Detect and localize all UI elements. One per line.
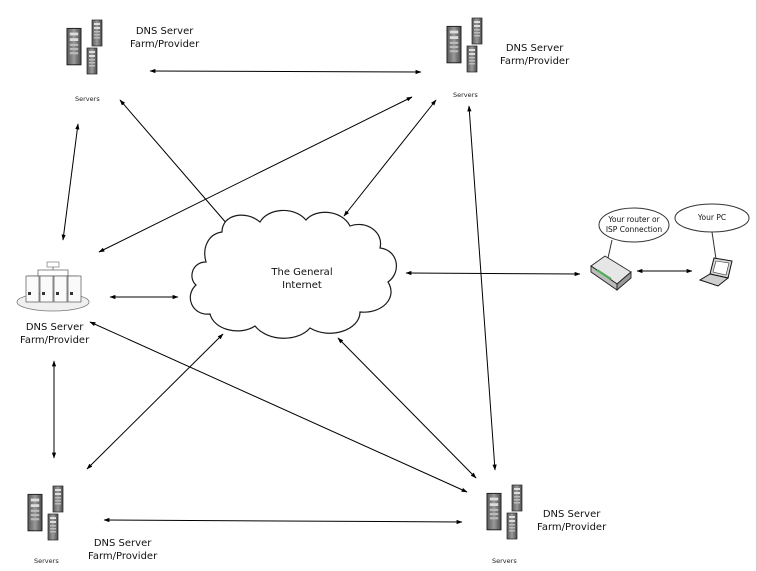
arrow-internet-router xyxy=(405,270,581,277)
pc-label: Your PC xyxy=(697,213,727,222)
arrow-tr-br xyxy=(467,105,497,471)
server-rack-icon xyxy=(447,18,482,72)
bottom-left-title-line2: Farm/Provider xyxy=(88,551,158,562)
pc-callout-pointer xyxy=(711,231,717,260)
connection-arrows xyxy=(51,68,693,525)
arrow-tl-left xyxy=(61,123,80,241)
arrow-internet-br xyxy=(337,337,477,479)
arrow-tr-internet xyxy=(343,99,437,217)
arrow-tl-tr xyxy=(149,68,422,75)
bottom-right-title-line2: Farm/Provider xyxy=(537,522,607,533)
router-label: Your router or ISP Connection xyxy=(600,215,668,235)
bottom-left-title-line1: DNS Server xyxy=(93,538,152,549)
internet-line2: Internet xyxy=(282,280,322,291)
laptop-icon xyxy=(698,257,733,287)
bottom-left-dns-label: DNS Server Farm/Provider xyxy=(88,537,157,563)
left-title-line1: DNS Server xyxy=(25,322,84,333)
left-dns-label: DNS Server Farm/Provider xyxy=(20,321,89,347)
router-icon xyxy=(590,255,632,291)
top-left-servers-label: Servers xyxy=(75,95,100,103)
top-right-servers-label: Servers xyxy=(453,91,478,99)
left-title-line2: Farm/Provider xyxy=(20,335,90,346)
internet-line1: The General xyxy=(271,267,333,278)
arrow-left-br xyxy=(89,321,468,493)
bottom-right-title-line1: DNS Server xyxy=(542,509,601,520)
arrow-bl-br xyxy=(103,517,463,525)
top-left-title-line1: DNS Server xyxy=(135,26,194,37)
cloud-icon xyxy=(189,209,397,339)
top-right-dns-label: DNS Server Farm/Provider xyxy=(500,42,569,68)
server-cluster-icon xyxy=(16,261,90,312)
router-callout xyxy=(598,207,670,243)
arrow-bl-internet xyxy=(86,333,224,470)
bottom-right-servers-label: Servers xyxy=(492,557,517,565)
bottom-right-dns-label: DNS Server Farm/Provider xyxy=(537,508,606,534)
server-rack-icon xyxy=(487,485,522,539)
router-callout-pointer xyxy=(607,239,613,259)
router-line1: Your router or xyxy=(608,215,660,224)
arrow-tl-internet xyxy=(119,99,235,233)
server-rack-icon xyxy=(67,20,102,74)
server-rack-icon xyxy=(28,486,63,540)
internet-label: The General Internet xyxy=(262,266,342,292)
top-left-dns-label: DNS Server Farm/Provider xyxy=(130,25,199,51)
top-right-title-line2: Farm/Provider xyxy=(500,56,570,67)
top-left-title-line2: Farm/Provider xyxy=(130,39,200,50)
router-line2: ISP Connection xyxy=(605,225,663,234)
bottom-left-servers-label: Servers xyxy=(34,557,59,565)
top-right-title-line1: DNS Server xyxy=(505,43,564,54)
